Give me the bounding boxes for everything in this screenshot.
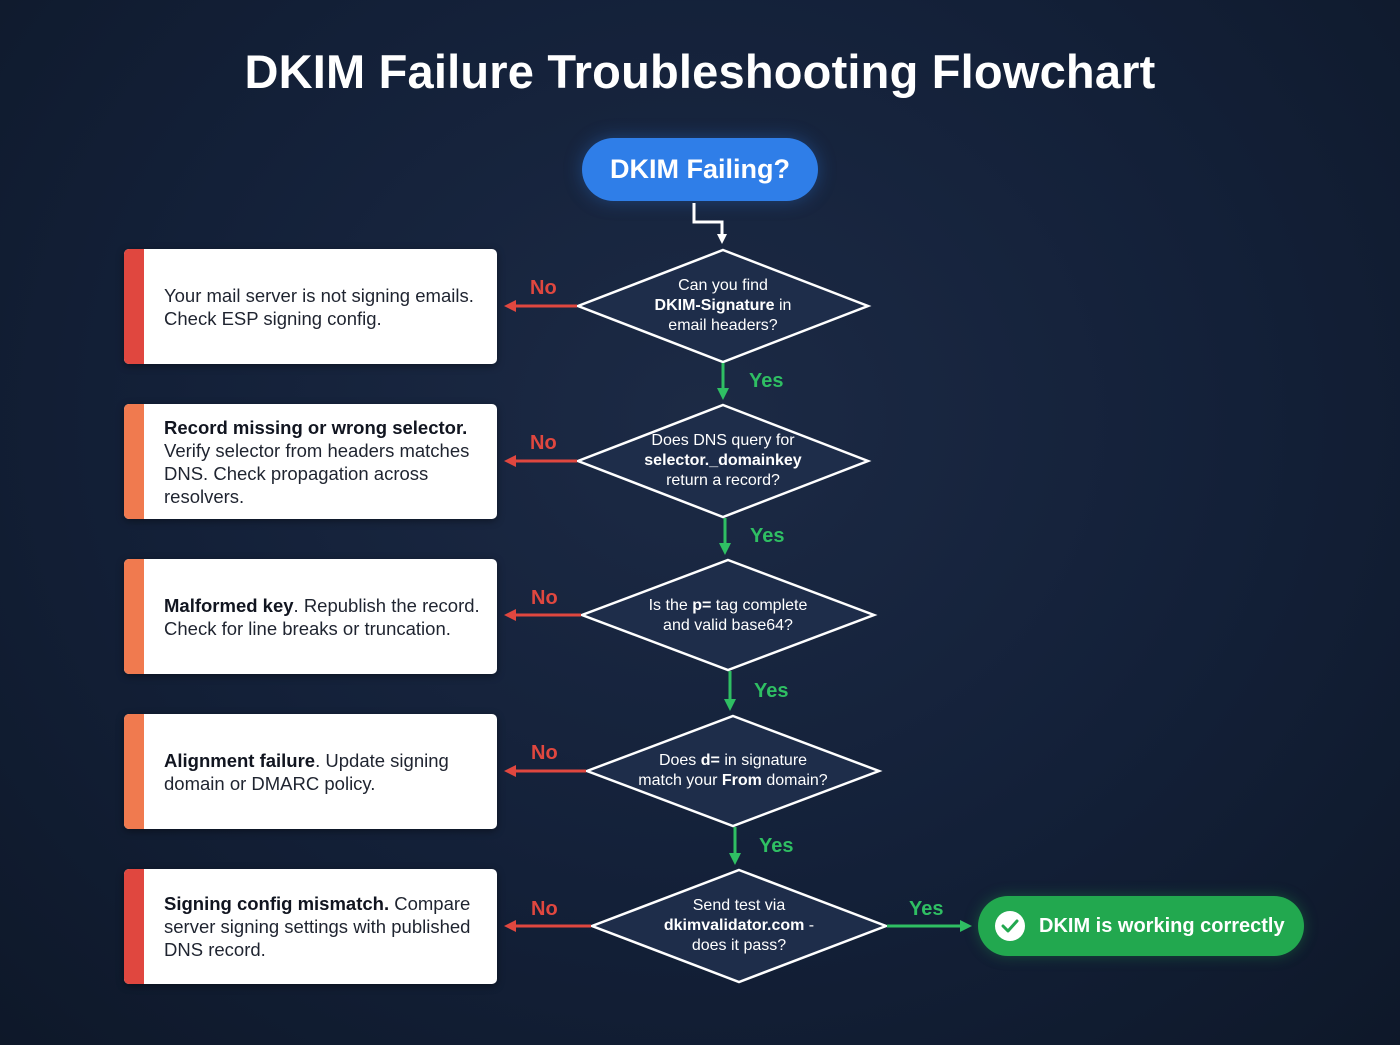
outcome-accent-bar <box>124 404 144 519</box>
outcome-card-5: Signing config mismatch. Compare server … <box>124 869 497 984</box>
outcome-accent-bar <box>124 714 144 829</box>
no-label-5: No <box>531 898 558 920</box>
start-node: DKIM Failing? <box>582 138 818 201</box>
decision-diamond-2 <box>574 403 872 519</box>
outcome-text: Alignment failure. Update signing domain… <box>164 749 449 794</box>
yes-label-3: Yes <box>754 680 789 702</box>
decision-diamond-1 <box>574 248 872 364</box>
no-label-1: No <box>530 277 557 299</box>
outcome-card-2: Record missing or wrong selector. Verify… <box>124 404 497 519</box>
yes-label-1: Yes <box>749 370 784 392</box>
outcome-card-3: Malformed key. Republish the record. Che… <box>124 559 497 674</box>
decision-text-3: Is the p= tag complete and valid base64? <box>648 597 808 634</box>
outcome-text: Your mail server is not signing emails. … <box>164 284 474 329</box>
outcome-text: Signing config mismatch. Compare server … <box>164 893 471 960</box>
decision-diamond-3 <box>578 558 878 672</box>
outcome-text: Malformed key. Republish the record. Che… <box>164 594 480 639</box>
end-node: DKIM is working correctly <box>978 896 1304 956</box>
decision-diamond-4 <box>583 714 883 828</box>
start-connector <box>692 203 727 244</box>
start-label: DKIM Failing? <box>610 154 790 184</box>
yes-label-final: Yes <box>909 898 944 920</box>
page-title: DKIM Failure Troubleshooting Flowchart <box>244 45 1156 98</box>
no-label-3: No <box>531 587 558 609</box>
decision-diamond-5 <box>588 868 890 984</box>
decision-text-1: Can you find DKIM-Signature in email hea… <box>654 277 792 334</box>
no-label-4: No <box>531 742 558 764</box>
outcome-card-4: Alignment failure. Update signing domain… <box>124 714 497 829</box>
decision-text-4: Does d= in signature match your From dom… <box>638 752 828 789</box>
decision-text-5: Send test via dkimvalidator.com - does i… <box>663 897 815 954</box>
outcome-accent-bar <box>124 869 144 984</box>
end-label: DKIM is working correctly <box>1039 914 1285 937</box>
decision-text-2: Does DNS query for selector._domainkey r… <box>644 432 802 489</box>
no-label-2: No <box>530 432 557 454</box>
outcome-accent-bar <box>124 559 144 674</box>
check-circle-icon <box>995 911 1025 941</box>
yes-label-2: Yes <box>750 525 785 547</box>
outcome-card-1: Your mail server is not signing emails. … <box>124 249 497 364</box>
outcome-text: Record missing or wrong selector. Verify… <box>164 416 470 507</box>
outcome-accent-bar <box>124 249 144 364</box>
yes-label-4: Yes <box>759 835 794 857</box>
